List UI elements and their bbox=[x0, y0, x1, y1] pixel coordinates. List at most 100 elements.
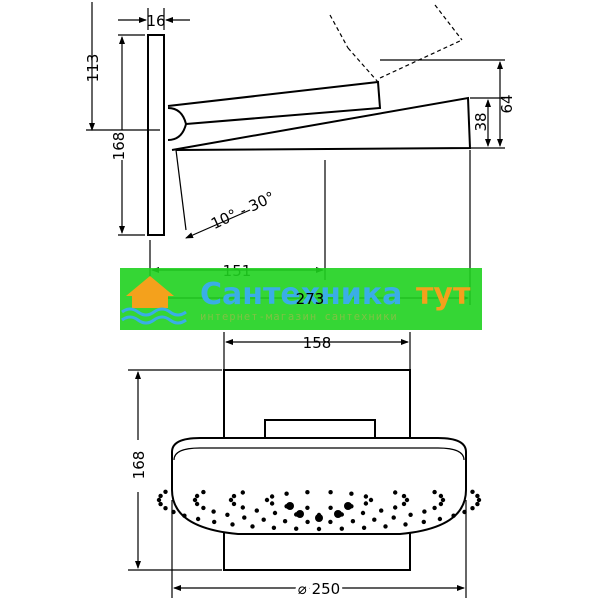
nozzle bbox=[475, 493, 480, 499]
nozzle bbox=[194, 501, 200, 507]
tilted-position bbox=[329, 4, 463, 83]
nozzle bbox=[391, 515, 396, 520]
watermark-accent: тут bbox=[416, 277, 471, 312]
dim-mount-width: 158 bbox=[303, 334, 332, 352]
nozzle bbox=[328, 505, 333, 510]
nozzle bbox=[393, 490, 398, 495]
nozzle-large bbox=[334, 510, 342, 518]
dim-front-height: 168 bbox=[130, 451, 148, 480]
dim-head-thickness: 38 bbox=[472, 112, 490, 131]
watermark-band bbox=[120, 268, 482, 330]
nozzle bbox=[212, 519, 217, 525]
shower-head-side bbox=[171, 96, 472, 151]
nozzle bbox=[158, 501, 163, 507]
nozzle bbox=[440, 497, 446, 503]
nozzle bbox=[225, 512, 230, 517]
nozzle bbox=[339, 526, 344, 531]
nozzle bbox=[201, 505, 206, 511]
watermark-title: Сантехника bbox=[200, 277, 402, 312]
nozzle bbox=[228, 497, 234, 503]
nozzle-large bbox=[315, 514, 323, 522]
nozzle bbox=[305, 505, 310, 510]
nozzle bbox=[269, 501, 275, 506]
dim-total-length: 273 bbox=[296, 290, 325, 308]
nozzle bbox=[404, 497, 410, 503]
nozzle bbox=[240, 490, 245, 495]
nozzle bbox=[379, 508, 384, 513]
watermark-subtitle: интернет-магазин сантехники bbox=[200, 311, 398, 323]
nozzle bbox=[432, 505, 437, 511]
dim-top-offset: 113 bbox=[84, 54, 102, 83]
nozzle bbox=[194, 493, 200, 499]
connector bbox=[264, 419, 376, 439]
nozzle bbox=[282, 519, 288, 524]
nozzle bbox=[350, 519, 356, 524]
nozzle bbox=[432, 489, 437, 495]
nozzle bbox=[305, 519, 310, 525]
nozzle bbox=[156, 497, 162, 503]
front-view: 158 168 ⌀ 250 bbox=[128, 332, 482, 600]
nozzle bbox=[401, 501, 407, 507]
nozzle bbox=[408, 512, 413, 517]
nozzle bbox=[349, 491, 354, 496]
nozzle-pattern bbox=[156, 489, 482, 532]
dim-tilt-angle: 10° - 30° bbox=[208, 188, 277, 233]
nozzle bbox=[470, 506, 475, 511]
nozzle-large bbox=[296, 510, 304, 518]
nozzle-large bbox=[344, 502, 352, 510]
nozzle bbox=[272, 510, 278, 516]
nozzle bbox=[363, 501, 369, 506]
nozzle bbox=[437, 516, 443, 522]
arm-upper bbox=[167, 80, 382, 125]
shower-head-front bbox=[171, 437, 467, 535]
nozzle bbox=[438, 501, 444, 507]
nozzle bbox=[305, 490, 310, 495]
nozzle bbox=[192, 497, 198, 503]
nozzle bbox=[422, 509, 427, 514]
nozzle bbox=[269, 494, 275, 499]
watermark: Сантехника тут интернет-магазин сантехни… bbox=[120, 268, 482, 330]
nozzle bbox=[393, 505, 398, 510]
nozzle bbox=[163, 489, 168, 494]
nozzle bbox=[363, 494, 369, 499]
nozzle bbox=[368, 497, 374, 503]
nozzle bbox=[451, 513, 456, 518]
nozzle-large bbox=[286, 502, 294, 510]
dim-head-height: 64 bbox=[498, 94, 516, 113]
nozzle bbox=[475, 501, 480, 507]
nozzle bbox=[201, 489, 206, 495]
nozzle bbox=[254, 508, 259, 513]
nozzle bbox=[361, 525, 367, 530]
nozzle bbox=[470, 489, 475, 494]
house-logo-icon bbox=[121, 276, 187, 325]
nozzle bbox=[264, 497, 270, 503]
nozzle bbox=[231, 501, 237, 507]
nozzle bbox=[328, 519, 333, 525]
dim-side-height: 168 bbox=[110, 132, 128, 161]
nozzle bbox=[158, 493, 163, 499]
nozzle bbox=[230, 522, 235, 527]
swivel-joint bbox=[167, 107, 188, 141]
nozzle bbox=[360, 510, 366, 516]
head-rim bbox=[173, 447, 465, 461]
side-view: 16 113 168 38 64 10° - 30° 151 bbox=[84, 2, 516, 305]
nozzle bbox=[438, 493, 444, 499]
head-underside bbox=[175, 149, 187, 231]
nozzle bbox=[284, 491, 289, 496]
nozzle bbox=[242, 515, 247, 520]
nozzle bbox=[261, 517, 266, 522]
dim-diameter: ⌀ 250 bbox=[298, 580, 340, 598]
nozzle bbox=[421, 519, 426, 525]
nozzle bbox=[195, 516, 201, 522]
nozzle bbox=[383, 524, 388, 529]
nozzle bbox=[163, 506, 168, 511]
nozzle bbox=[231, 493, 237, 499]
nozzle bbox=[211, 509, 216, 514]
nozzle bbox=[328, 490, 333, 495]
nozzle bbox=[271, 525, 277, 530]
nozzle bbox=[316, 526, 322, 532]
nozzle bbox=[401, 493, 407, 499]
nozzle bbox=[372, 517, 377, 522]
